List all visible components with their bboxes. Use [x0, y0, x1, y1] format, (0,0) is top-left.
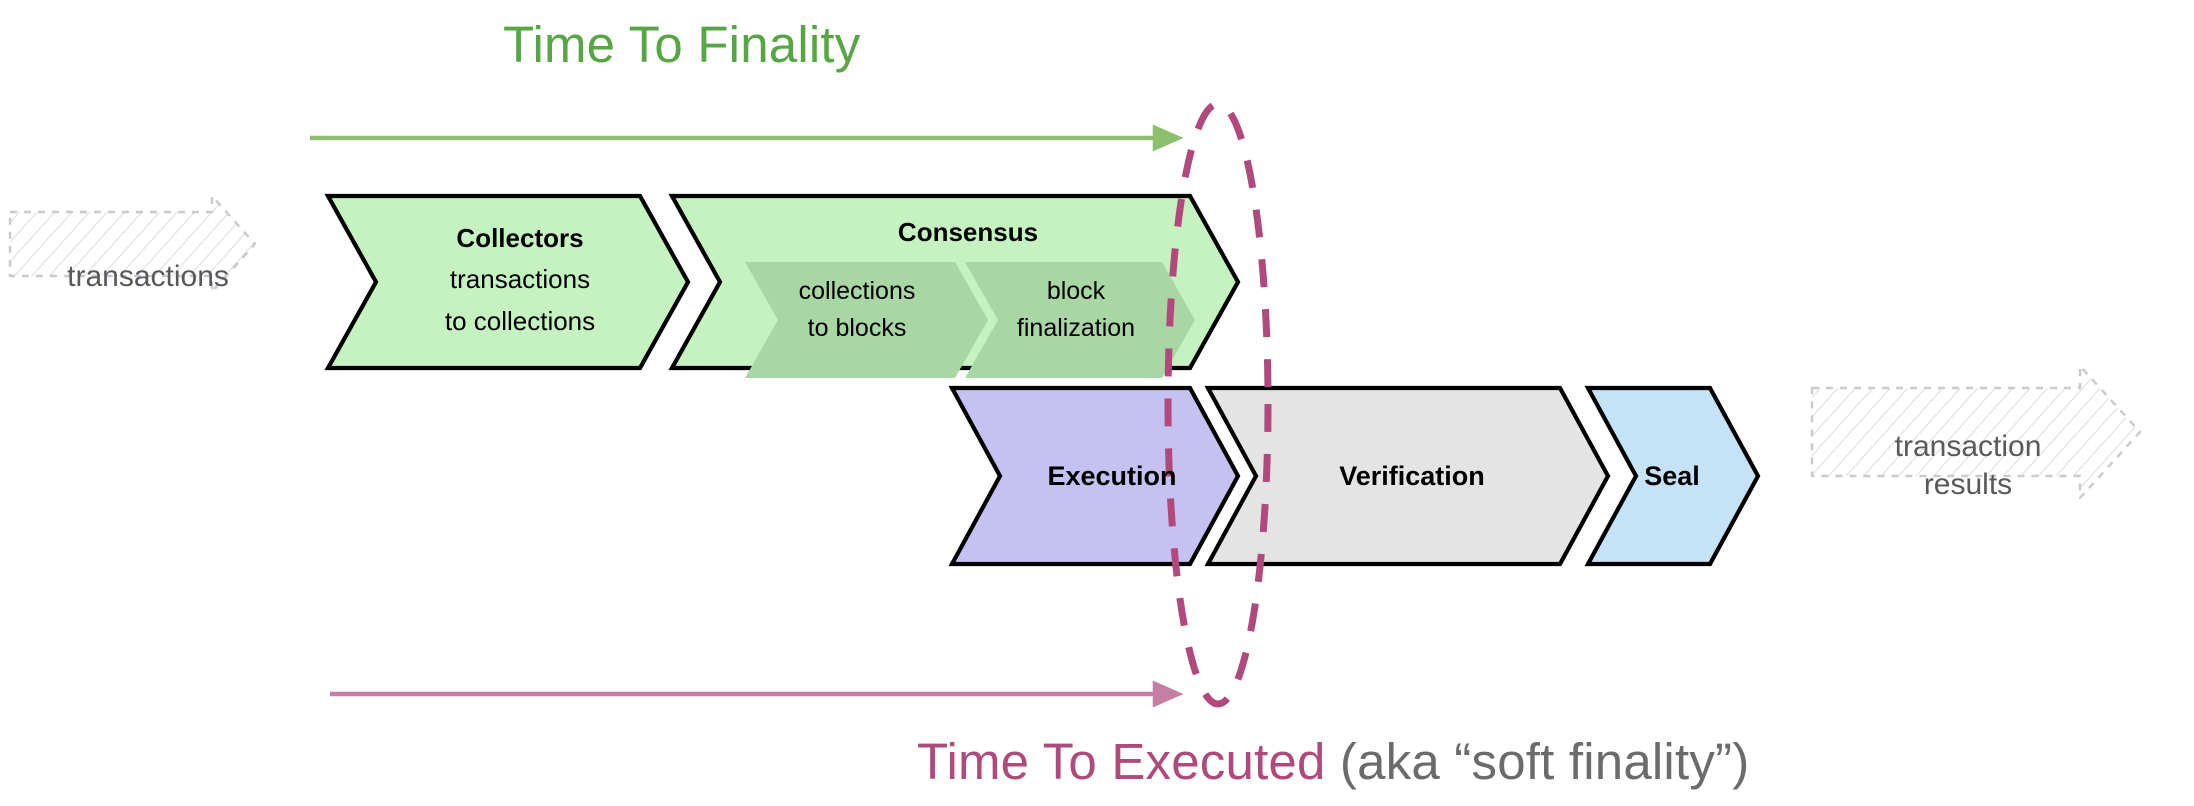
time-to-executed-muted: (aka “soft finality”) [1325, 733, 1750, 790]
time-to-executed-accent: Time To Executed [917, 733, 1326, 790]
transactions-input-label: transactions [67, 260, 229, 293]
consensus-subchevron-block-finalization [965, 262, 1195, 378]
collectors-desc-line2: to collections [444, 306, 596, 336]
time-to-executed-title: Time To Executed (aka “soft finality”) [917, 733, 1749, 790]
consensus-title: Consensus [897, 217, 1039, 247]
verification-chevron[interactable] [1204, 385, 1611, 567]
execution-chevron[interactable] [948, 385, 1241, 567]
verification-title: Verification [1339, 461, 1485, 491]
consensus-sub-1-line2: finalization [1016, 314, 1136, 342]
execution-title: Execution [1047, 461, 1177, 491]
transaction-results-label-line1: transaction [1894, 430, 2042, 463]
seal-chevron[interactable] [1584, 385, 1761, 567]
transactions-input-arrow [8, 194, 257, 294]
collectors-title: Collectors [456, 223, 584, 253]
consensus-sub-0-line1: collections [798, 277, 916, 305]
transaction-results-output-arrow [1810, 364, 2142, 500]
collectors-chevron[interactable] [324, 193, 691, 371]
consensus-sub-0-line2: to blocks [807, 314, 907, 342]
seal-title: Seal [1644, 461, 1700, 491]
collectors-desc-line1: transactions [449, 264, 591, 294]
transaction-results-label-line2: results [1923, 468, 2013, 501]
consensus-subchevron-collections-to-blocks [745, 262, 988, 378]
consensus-sub-1-line1: block [1046, 277, 1106, 305]
finality-boundary-ellipse [1164, 100, 1272, 708]
time-to-finality-title: Time To Finality [503, 16, 861, 73]
